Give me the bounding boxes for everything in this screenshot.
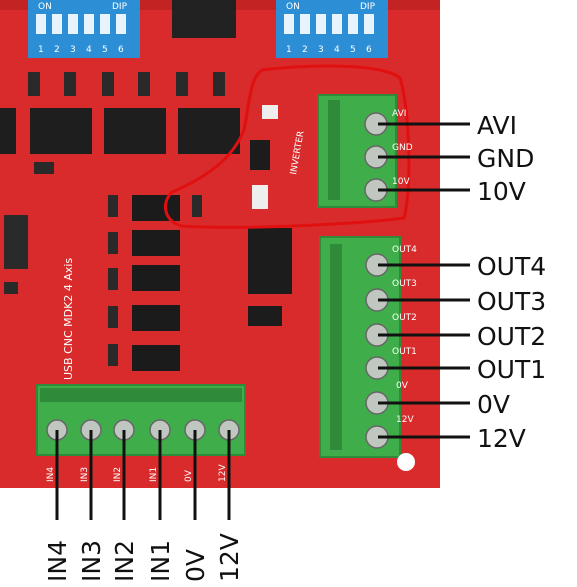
silk-12v: 12V (396, 415, 414, 425)
silk-in1: IN1 (149, 467, 159, 482)
optocoupler-column (132, 195, 180, 371)
callout-in-0v: 0V (181, 549, 210, 582)
callout-gnd: GND (477, 144, 534, 173)
silk-out3: OUT3 (392, 279, 417, 289)
dip2-num: 3 (318, 45, 324, 55)
dip1-num: 5 (102, 45, 108, 55)
callout-out3: OUT3 (477, 287, 546, 316)
dip1-on-label: ON (38, 2, 52, 12)
dip2-num: 5 (350, 45, 356, 55)
resistor-column (108, 195, 202, 366)
top-ic-chip (172, 0, 236, 38)
silk-in-0v: 0V (184, 469, 194, 482)
optocoupler-row (0, 108, 240, 154)
silk-in4: IN4 (46, 467, 56, 482)
dip2-num: 6 (366, 45, 372, 55)
silk-out1: OUT1 (392, 347, 417, 357)
silk-out4: OUT4 (392, 245, 417, 255)
silk-10v: 10V (392, 177, 410, 187)
main-ic (248, 228, 292, 326)
silk-out2: OUT2 (392, 313, 417, 323)
callout-12v: 12V (477, 424, 526, 453)
callout-in3: IN3 (77, 540, 106, 582)
callout-in-12v: 12V (215, 533, 244, 582)
dip2-dip-label: DIP (360, 2, 376, 12)
silk-gnd: GND (392, 143, 413, 153)
silk-in2: IN2 (113, 467, 123, 482)
dip1-num: 2 (54, 45, 60, 55)
right-leader-lines (378, 122, 470, 439)
dip-switch-1: ON DIP 1 2 3 4 5 6 (28, 0, 140, 58)
callout-avi: AVI (477, 111, 517, 140)
highlight-outline (163, 64, 411, 229)
mounting-hole (397, 453, 415, 471)
dip2-num: 2 (302, 45, 308, 55)
callout-10v: 10V (477, 177, 526, 206)
dip1-num: 6 (118, 45, 124, 55)
dip-switch-2: ON DIP 1 2 3 4 5 6 (276, 0, 388, 58)
callout-in4: IN4 (43, 540, 72, 582)
silk-0v: 0V (396, 381, 409, 391)
dip1-num: 3 (70, 45, 76, 55)
board-title: USB CNC MDK2 4 Axis (62, 258, 75, 380)
dip2-on-label: ON (286, 2, 300, 12)
silk-in-12v: 12V (218, 464, 228, 482)
dip2-num: 4 (334, 45, 340, 55)
callout-0v: 0V (477, 390, 510, 419)
smd-components (4, 72, 225, 294)
callout-out1: OUT1 (477, 355, 546, 384)
callout-out2: OUT2 (477, 322, 546, 351)
callout-in2: IN2 (110, 540, 139, 582)
output-terminal-block: OUT4 OUT3 OUT2 OUT1 0V 12V (319, 236, 417, 458)
dip1-num: 1 (38, 45, 44, 55)
callout-in1: IN1 (146, 540, 175, 582)
dip2-num: 1 (286, 45, 292, 55)
dip1-num: 4 (86, 45, 92, 55)
silk-in3: IN3 (80, 467, 90, 482)
analog-terminal-block: AVI GND 10V (317, 94, 413, 208)
callout-out4: OUT4 (477, 252, 546, 281)
silk-avi: AVI (392, 109, 406, 119)
bottom-leader-lines (55, 430, 231, 520)
dip1-dip-label: DIP (112, 2, 128, 12)
